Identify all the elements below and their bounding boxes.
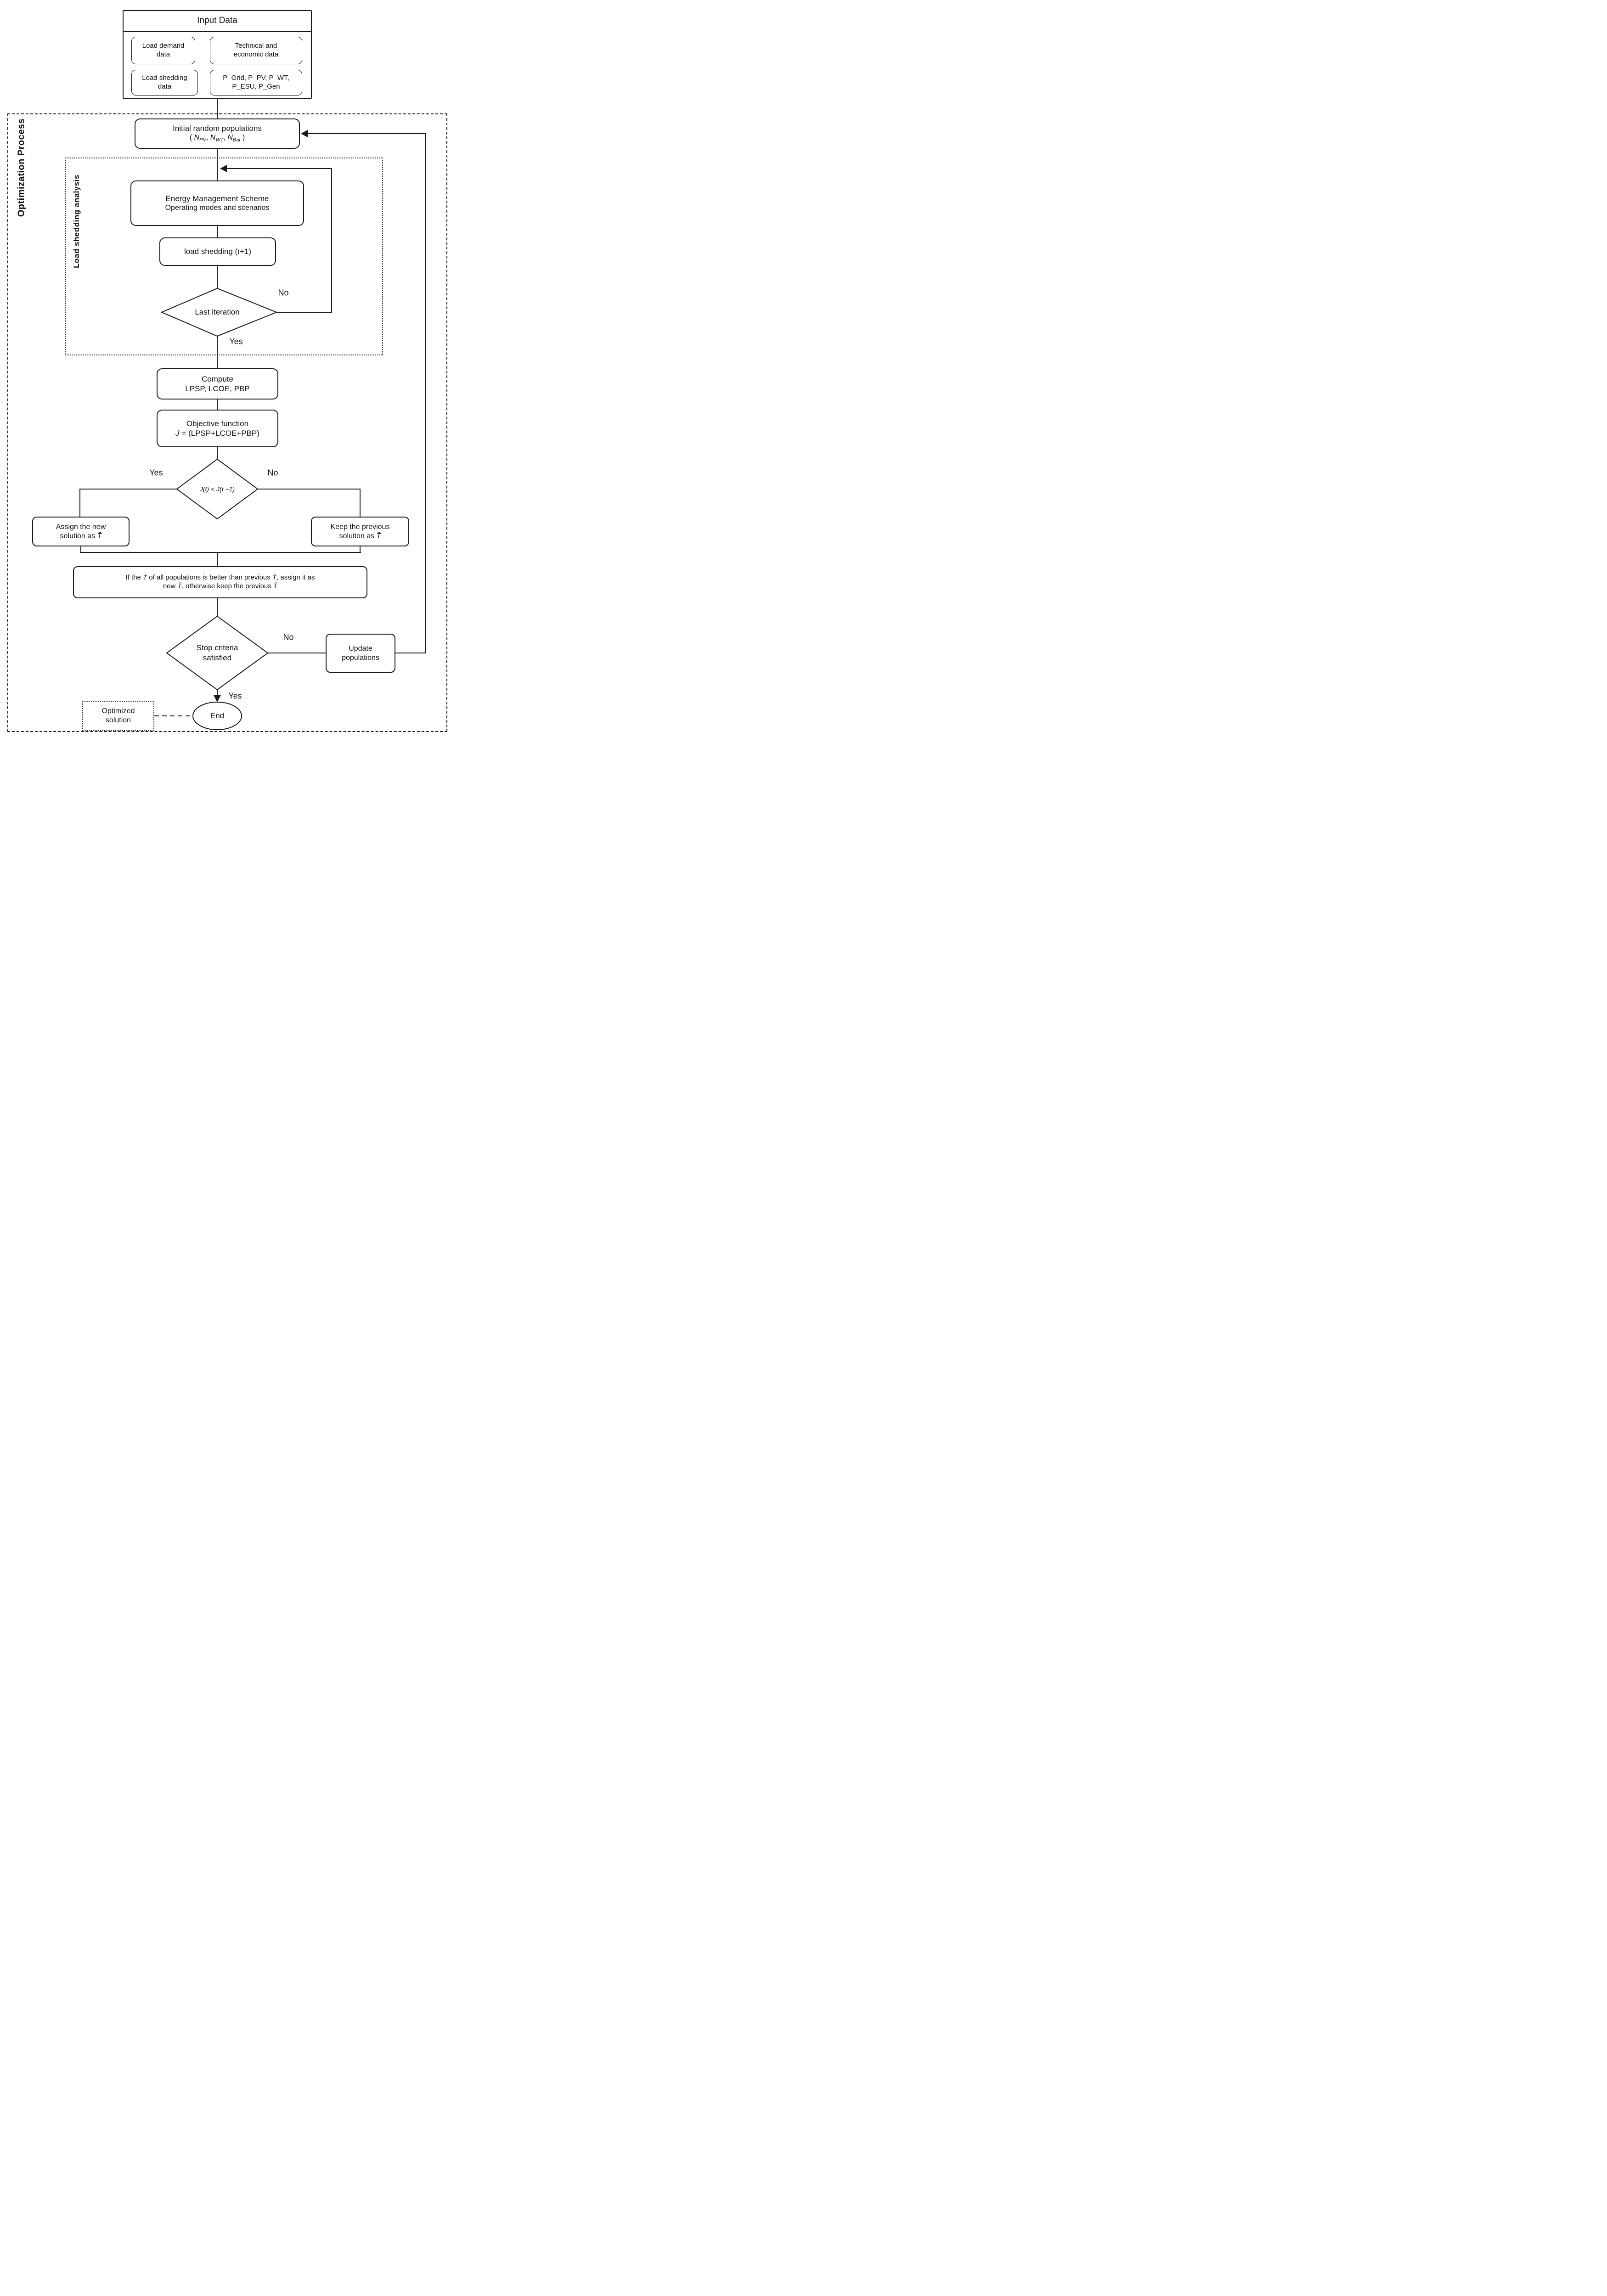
n-pv-subscript: PV — [199, 137, 206, 143]
j-yes-label: Yes — [149, 468, 163, 478]
power-variables-line2: P_ESU, P_Gen — [232, 83, 280, 90]
keep-line1: Keep the previous — [330, 523, 390, 531]
comma-1: , — [206, 134, 210, 142]
n-bat-symbol: N — [227, 134, 233, 142]
edge-jdiamond-no — [258, 489, 361, 517]
tbar-rule-box: If the T̄ of all populations is better t… — [73, 566, 367, 598]
connector-layer — [79, 99, 426, 730]
objective-equation: = (LPSP+LCOE+PBP) — [179, 429, 259, 438]
power-variables-line1: P_Grid, P_PV, P_WT, — [223, 74, 289, 82]
tbar-rule-l2-seg2: , otherwise keep the previous — [181, 582, 273, 590]
end-label: End — [210, 711, 225, 720]
update-line2: populations — [342, 653, 379, 662]
n-bat-subscript: Bat — [232, 137, 241, 143]
optimized-line2: solution — [105, 716, 131, 724]
update-line1: Update — [349, 644, 372, 653]
assign-line2-text: solution as — [60, 532, 97, 540]
tbar-rule-l1-seg2: of all populations is better than previo… — [147, 574, 272, 582]
stop-yes-label: Yes — [228, 691, 242, 701]
energy-management-box: Energy Management Scheme Operating modes… — [130, 180, 304, 226]
t-symbol: t — [237, 247, 240, 256]
tbar-rule-l1-tbar1: T̄ — [143, 574, 147, 582]
j-comparison-diamond — [176, 458, 259, 520]
flowchart-canvas: Optimization Process Load shedding analy… — [0, 0, 450, 737]
arrowhead-into-init — [301, 130, 308, 137]
load-shedding-step-post: +1) — [239, 247, 252, 256]
tech-econ-line2: economic data — [233, 51, 279, 58]
input-data-title: Input Data — [123, 10, 312, 32]
tbar-rule-l1-seg0: If the — [125, 574, 143, 582]
tbar-rule-l1-tbar2: T̄ — [272, 574, 277, 582]
load-demand-line2: data — [156, 51, 170, 58]
stop-no-label: No — [283, 632, 294, 642]
objective-line2: J = (LPSP+LCOE+PBP) — [175, 428, 259, 438]
optimized-line1: Optimized — [101, 707, 135, 715]
load-demand-line1: Load demand — [142, 42, 185, 50]
keep-line2-text: solution as — [339, 532, 377, 540]
load-shedding-data-line1: Load shedding — [142, 74, 187, 82]
optimization-process-label: Optimization Process — [16, 118, 27, 217]
tbar-rule-line1: If the T̄ of all populations is better t… — [126, 574, 315, 582]
stop-criteria-label: Stop criteria satisfied — [197, 643, 238, 663]
last-iteration-label: Last iteration — [195, 307, 240, 316]
load-shedding-analysis-region — [65, 158, 383, 355]
j-no-label: No — [267, 468, 278, 478]
update-populations-box: Update populations — [326, 634, 395, 673]
initial-populations-line2: ( NPV, NWT, NBat ) — [190, 133, 245, 144]
tbar-rule-l2-tbar1: T̄ — [177, 582, 182, 590]
comma-2: , — [223, 134, 228, 142]
n-wt-symbol: N — [210, 134, 216, 142]
last-iteration-no-label: No — [278, 288, 289, 298]
compute-box: Compute LPSP, LCOE, PBP — [157, 368, 278, 400]
tech-econ-line1: Technical and — [235, 42, 277, 50]
assign-line2: solution as T̄ — [60, 532, 102, 541]
paren-open: ( — [189, 134, 194, 142]
edge-lastdiamond-no-feedback — [226, 168, 332, 313]
load-demand-data-box: Load demand data — [131, 37, 195, 64]
keep-tbar-symbol: T̄ — [376, 532, 381, 540]
last-iteration-yes-label: Yes — [229, 337, 243, 346]
stop-criteria-diamond — [166, 615, 269, 691]
tbar-rule-l2-seg0: new — [163, 582, 178, 590]
stop-criteria-line2: satisfied — [203, 653, 232, 662]
ems-line2: Operating modes and scenarios — [165, 204, 270, 212]
compute-line2: LPSP, LCOE, PBP — [185, 384, 250, 393]
technical-economic-data-box: Technical and economic data — [210, 37, 302, 64]
last-iteration-diamond — [160, 287, 278, 337]
edge-update-feedback-to-init — [307, 133, 426, 653]
paren-close: ) — [240, 134, 245, 142]
load-shedding-data-box: Load shedding data — [131, 70, 198, 96]
n-pv-symbol: N — [194, 134, 200, 142]
arrowhead-into-ems-junction — [220, 165, 227, 172]
assign-new-solution-box: Assign the new solution as T̄ — [32, 517, 130, 546]
power-variables-box: P_Grid, P_PV, P_WT, P_ESU, P_Gen — [210, 70, 302, 96]
load-shedding-data-line2: data — [158, 83, 172, 90]
initial-populations-box: Initial random populations ( NPV, NWT, N… — [135, 118, 300, 149]
keep-previous-solution-box: Keep the previous solution as T̄ — [311, 517, 409, 546]
n-wt-subscript: WT — [215, 137, 224, 143]
assign-line1: Assign the new — [56, 523, 106, 531]
arrowhead-into-end — [214, 695, 221, 702]
initial-populations-line1: Initial random populations — [173, 124, 262, 133]
edge-jdiamond-yes — [79, 489, 177, 517]
optimization-process-region — [7, 113, 447, 732]
keep-line2: solution as T̄ — [339, 532, 381, 541]
j-symbol: J — [175, 429, 180, 438]
stop-criteria-line1: Stop criteria — [196, 643, 238, 652]
tbar-rule-l2-tbar2: T̄ — [273, 582, 278, 590]
objective-line1: Objective function — [186, 419, 249, 428]
load-shedding-step-pre: load shedding ( — [184, 247, 238, 256]
compute-line1: Compute — [202, 374, 233, 383]
load-shedding-step-box: load shedding (t +1) — [159, 237, 276, 266]
j-comparison-label: J(t) < J(t −1) — [199, 485, 235, 493]
objective-function-box: Objective function J = (LPSP+LCOE+PBP) — [157, 410, 278, 447]
tbar-rule-line2: new T̄, otherwise keep the previous T̄ — [163, 582, 277, 591]
assign-tbar-symbol: T̄ — [97, 532, 102, 540]
load-shedding-analysis-label: Load shedding analysis — [72, 174, 81, 268]
ems-line1: Energy Management Scheme — [165, 194, 269, 203]
optimized-solution-box: Optimized solution — [82, 701, 154, 731]
tbar-rule-l1-seg4: , assign it as — [276, 574, 315, 582]
